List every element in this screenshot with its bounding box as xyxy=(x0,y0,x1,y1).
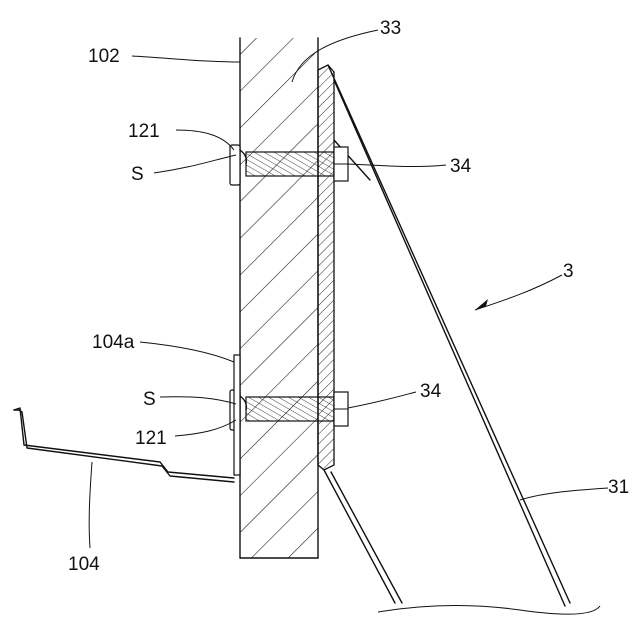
label-panel: 31 xyxy=(608,477,629,498)
ground-line xyxy=(378,605,600,614)
label-assembly: 3 xyxy=(563,261,574,282)
label-hook: 104 xyxy=(68,554,100,575)
label-bolt-top: 34 xyxy=(450,156,472,177)
label-wall: 102 xyxy=(88,46,120,67)
label-hook-tab: 104a xyxy=(92,332,135,353)
label-bolt-bottom: 34 xyxy=(420,381,442,402)
label-seal-bottom: S xyxy=(143,389,156,410)
label-bracket-plate: 33 xyxy=(380,18,401,39)
label-washer-top: 121 xyxy=(128,121,160,142)
hook-tab xyxy=(234,355,240,475)
hook-rail xyxy=(14,408,234,482)
wall-section xyxy=(240,38,318,558)
label-washer-bottom: 121 xyxy=(135,428,167,449)
label-seal-top: S xyxy=(131,164,144,185)
panel-diagonal xyxy=(324,65,570,606)
